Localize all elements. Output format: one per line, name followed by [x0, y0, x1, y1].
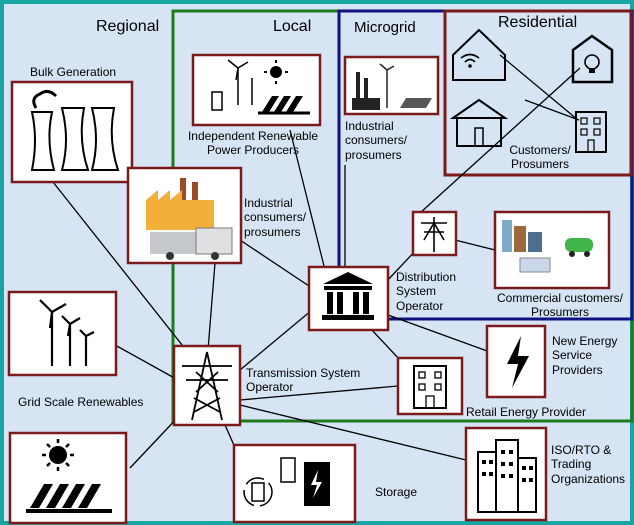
- wifi-home-node: [452, 28, 506, 81]
- residential-frame: [443, 9, 633, 177]
- transmission-operator-node: [172, 344, 242, 427]
- connection-lines: [52, 54, 581, 471]
- region-title-residential: Residential: [498, 14, 578, 31]
- solar-node: [8, 431, 128, 525]
- industrial-microgrid-node: [343, 55, 440, 116]
- label-retail-energy: Retail Energy Provider: [466, 405, 587, 419]
- apartment-node: [575, 111, 607, 153]
- smart-home-node: [571, 34, 614, 84]
- label-industrial-microgrid: Industrial consumers/ prosumers: [345, 119, 408, 162]
- storage-node: [232, 443, 357, 524]
- label-independent-renewable: Independent Renewable Power Producers: [187, 129, 319, 158]
- distribution-pole-node: [411, 210, 458, 257]
- bulk-generation-node: [10, 80, 134, 184]
- region-title-local: Local: [273, 18, 312, 35]
- label-iso-rto: ISO/RTO & Trading Organizations: [551, 443, 626, 486]
- grid-scale-renewables-node: [7, 290, 118, 377]
- label-bulk-generation: Bulk Generation: [30, 65, 117, 79]
- commercial-customers-node: [493, 210, 611, 290]
- label-grid-scale-renewables: Grid Scale Renewables: [18, 395, 144, 409]
- label-industrial-local: Industrial consumers/ prosumers: [244, 196, 307, 239]
- house-node: [449, 98, 509, 147]
- label-storage: Storage: [375, 485, 418, 499]
- region-title-microgrid: Microgrid: [354, 19, 416, 36]
- industrial-local-node: [126, 166, 243, 265]
- label-commercial-customers: Commercial customers/ Prosumers: [496, 291, 624, 320]
- retail-energy-node: [396, 356, 464, 416]
- label-transmission-operator: Transmission System Operator: [246, 366, 361, 395]
- iso-rto-node: [464, 426, 548, 522]
- distribution-operator-node: [307, 265, 390, 332]
- new-energy-service-node: [485, 324, 547, 399]
- independent-renewable-node: [191, 53, 322, 127]
- label-customers-prosumers: Customers/ Prosumers: [509, 143, 571, 172]
- label-new-energy-service: New Energy Service Providers: [552, 334, 618, 377]
- label-distribution-operator: Distribution System Operator: [396, 270, 457, 313]
- region-title-regional: Regional: [96, 18, 160, 35]
